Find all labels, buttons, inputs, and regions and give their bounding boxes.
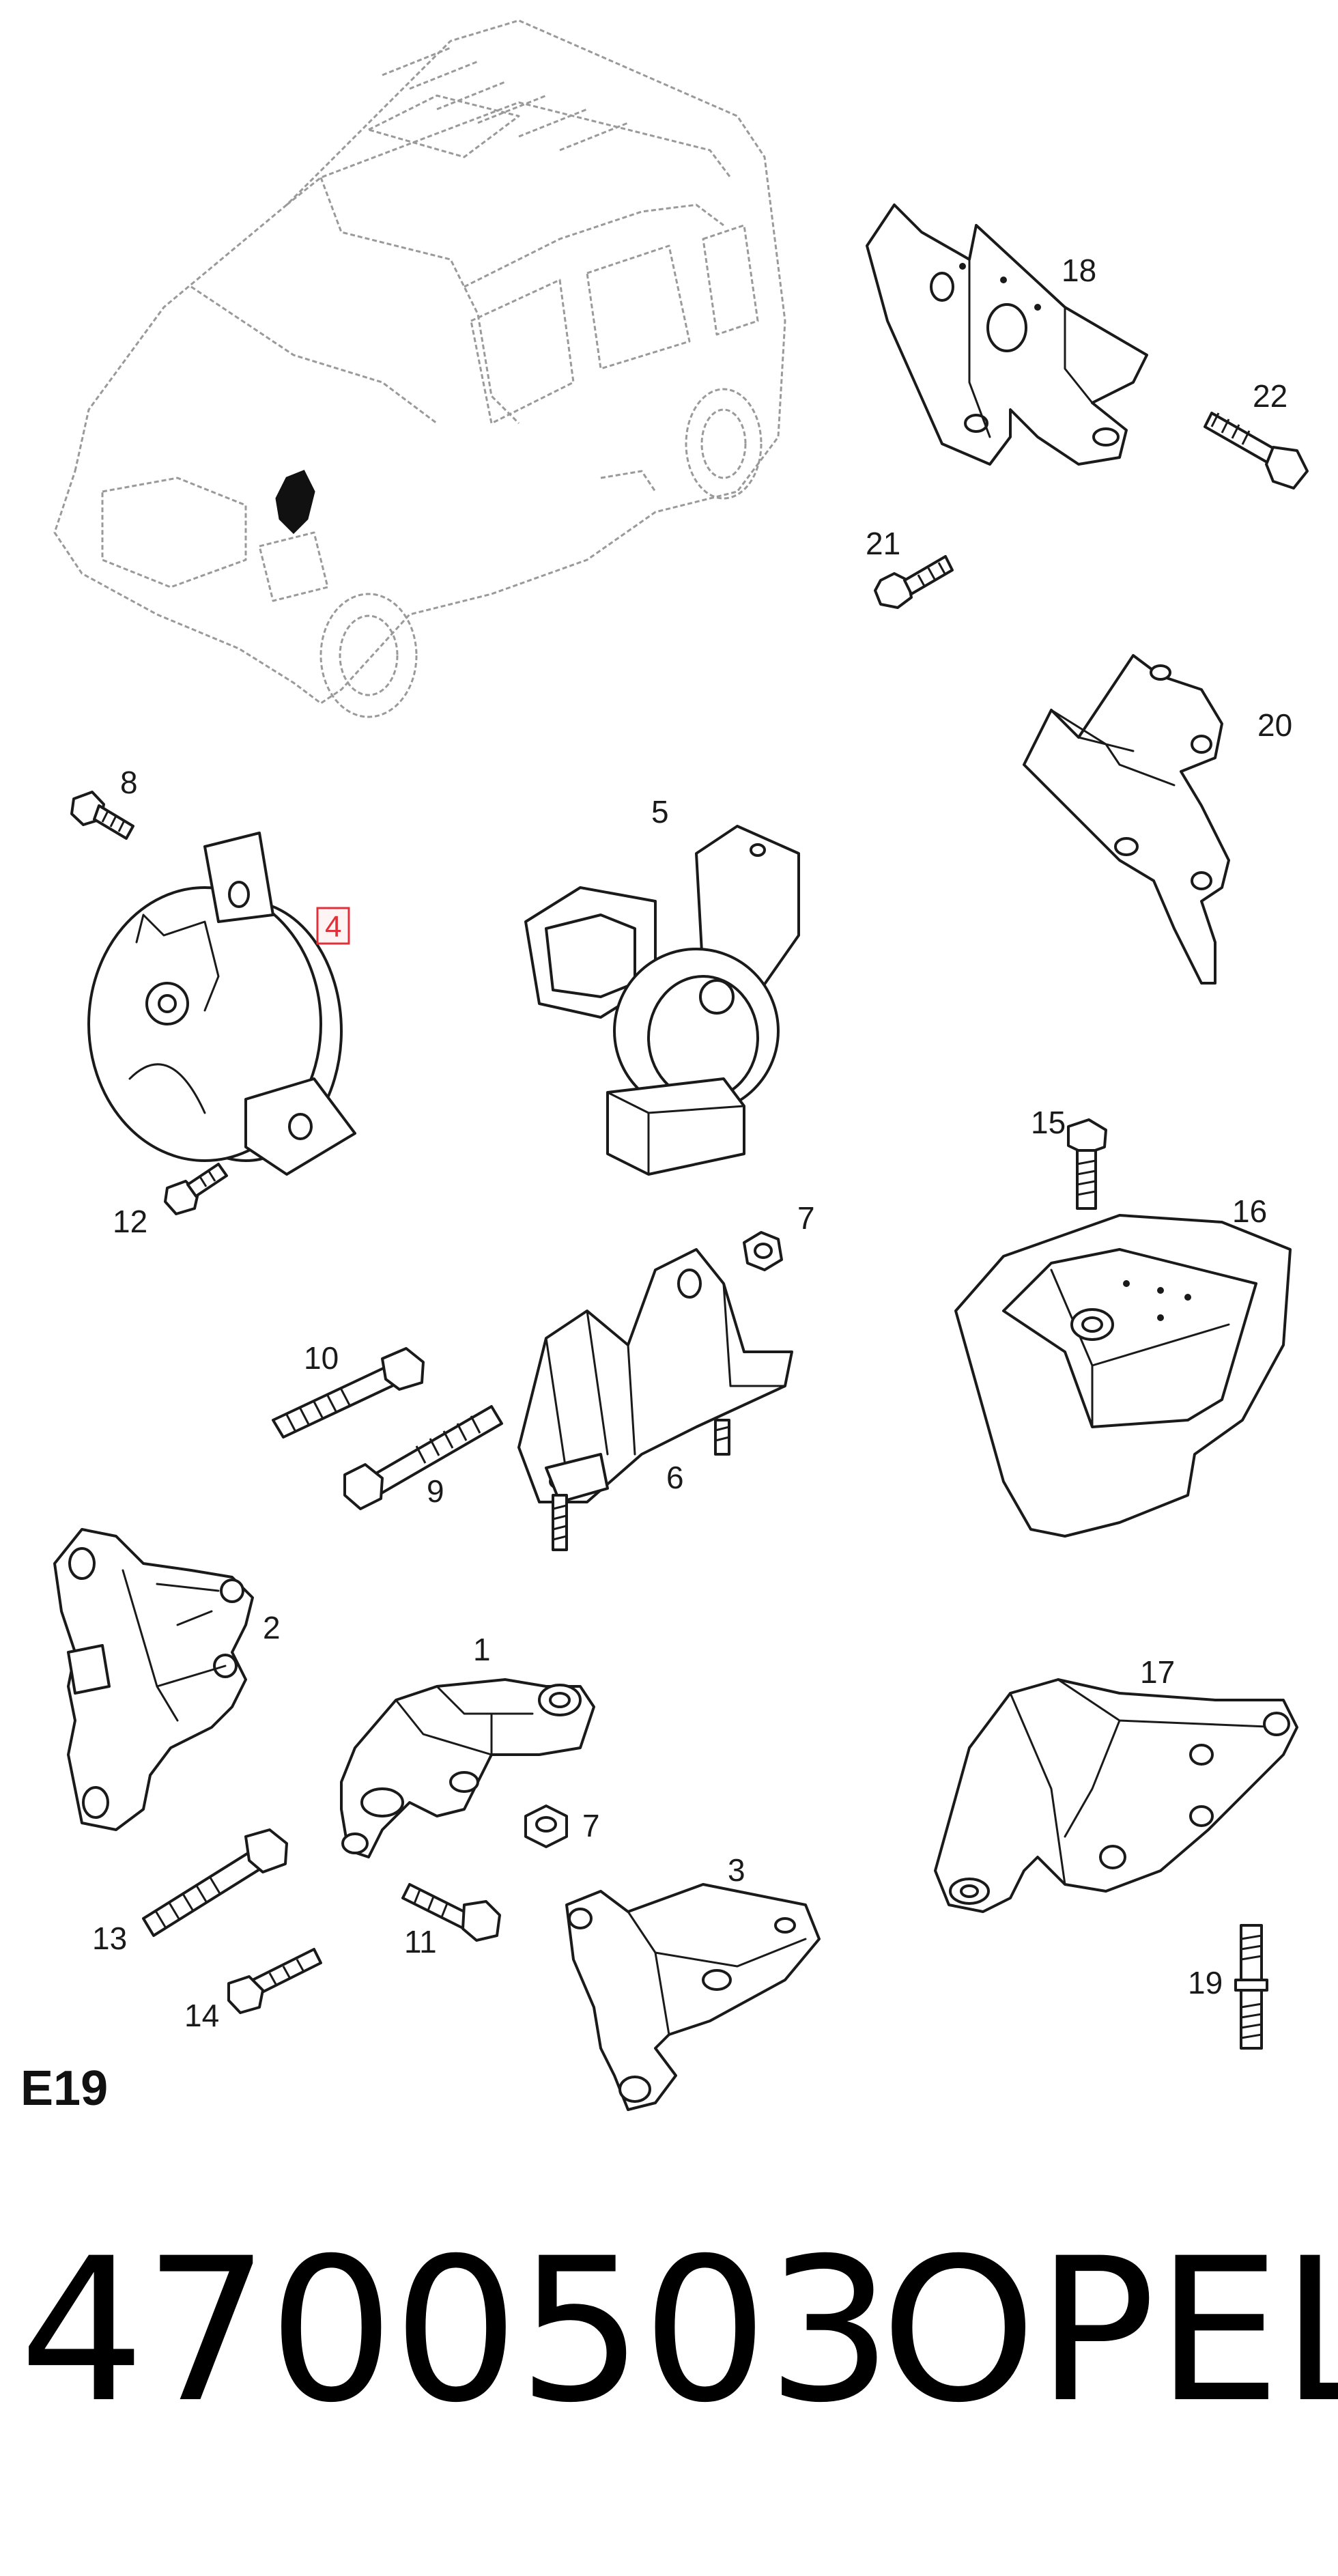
callout-13: 13: [92, 1921, 127, 1956]
callout-11: 11: [404, 1924, 437, 1959]
callout-15: 15: [1031, 1105, 1066, 1140]
callout-7-lower: 7: [582, 1808, 600, 1843]
callout-6: 6: [666, 1460, 684, 1495]
callout-2: 2: [263, 1610, 281, 1645]
part-11-bolt: [401, 1883, 501, 1942]
part-6-mount: [517, 1248, 793, 1551]
callout-14: 14: [184, 1998, 219, 2033]
part-14-bolt: [227, 1948, 322, 2014]
part-17-bracket: [934, 1678, 1298, 1913]
callout-12: 12: [113, 1204, 147, 1239]
part-number: 4700503: [19, 2216, 893, 2446]
part-18-bracket: [866, 203, 1148, 466]
part-20-bracket: [1023, 654, 1230, 985]
part-7-nut-upper: [743, 1231, 783, 1271]
part-19-stud: [1234, 1924, 1268, 2050]
part-13-bolt: [142, 1828, 288, 1937]
callout-17: 17: [1140, 1654, 1175, 1690]
callout-22: 22: [1253, 378, 1287, 414]
part-10-bolt: [272, 1347, 425, 1439]
part-12-bolt: [164, 1163, 228, 1215]
part-8-bolt: [70, 791, 134, 840]
callout-7-upper: 7: [797, 1200, 815, 1236]
callout-3: 3: [728, 1852, 745, 1888]
part-5-engine-mount: [524, 825, 800, 1176]
callout-1: 1: [473, 1632, 491, 1667]
part-16-mount-cover: [954, 1214, 1292, 1538]
part-7-nut-lower: [524, 1804, 568, 1848]
callout-9: 9: [427, 1473, 444, 1509]
callout-10: 10: [304, 1340, 339, 1376]
callout-16: 16: [1232, 1193, 1267, 1229]
callout-18: 18: [1062, 253, 1096, 288]
callout-4-highlight-box: [316, 907, 350, 945]
callout-21: 21: [866, 526, 900, 561]
callout-20: 20: [1257, 707, 1292, 743]
callout-19: 19: [1188, 1965, 1223, 2000]
part-4-engine-mount: [87, 832, 356, 1176]
part-1-bracket: [340, 1678, 595, 1858]
part-15-bolt: [1067, 1118, 1107, 1210]
part-21-bolt: [874, 555, 954, 609]
part-22-bolt: [1204, 412, 1309, 490]
part-3-bracket: [565, 1883, 821, 2111]
brand-name: OPEL: [881, 2216, 1338, 2446]
vehicle-outline: [53, 19, 786, 718]
diagram-code: E19: [20, 2061, 109, 2116]
callout-labels: 18 22 21 20 8 5 4 12 15 16 7 10 9 6 2 1 …: [92, 253, 1292, 2033]
part-9-bolt: [343, 1405, 503, 1510]
callout-4: 4: [325, 910, 341, 944]
part-2-bracket: [53, 1528, 254, 1831]
callout-5: 5: [651, 794, 669, 830]
callout-8: 8: [120, 765, 138, 800]
